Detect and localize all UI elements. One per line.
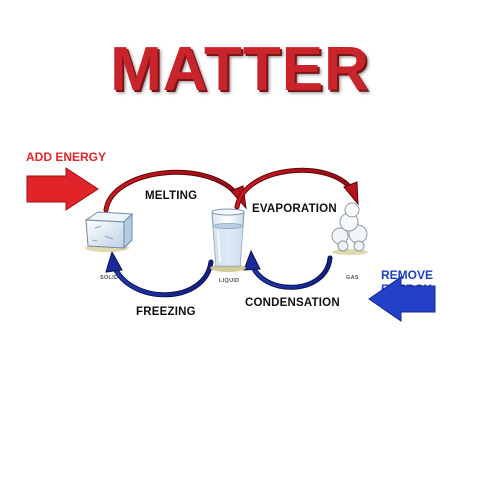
- add-energy-arrow: [26, 167, 99, 211]
- gas-label: GAS: [346, 275, 359, 281]
- freezing-label: FREEZING: [136, 306, 196, 318]
- condensation-arrow: [243, 249, 333, 290]
- evaporation-label: EVAPORATION: [252, 203, 337, 215]
- freezing-arrow: [105, 250, 214, 298]
- add-energy-label: ADD ENERGY: [26, 150, 107, 164]
- steam-cloud-illustration: [331, 202, 368, 255]
- melting-label: MELTING: [145, 190, 198, 202]
- evaporation-arrow: [234, 167, 359, 210]
- ice-cube-illustration: [84, 211, 134, 252]
- page-title: MATTER: [110, 35, 370, 104]
- liquid-label: LIQUID: [219, 278, 240, 284]
- condensation-label: CONDENSATION: [245, 297, 340, 309]
- solid-label: SOLID: [100, 275, 119, 281]
- glass-of-water-illustration: [210, 208, 246, 272]
- remove-energy-arrow: [368, 276, 436, 322]
